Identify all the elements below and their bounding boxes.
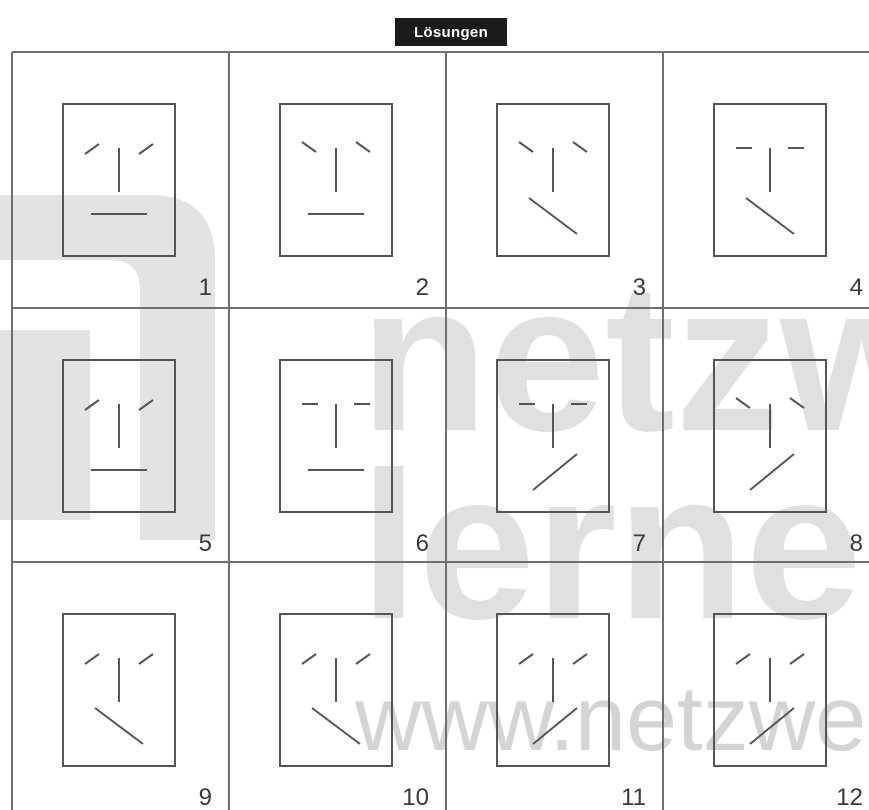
- eyebrow-right: [139, 654, 153, 664]
- mouth: [529, 198, 577, 234]
- eyebrow-left: [519, 142, 533, 152]
- cell-number: 8: [850, 530, 863, 557]
- eyebrow-right: [139, 144, 153, 154]
- cell-number: 5: [199, 530, 212, 557]
- eyebrow-left: [302, 654, 316, 664]
- cell-number: 9: [199, 784, 212, 810]
- cell-9: 9: [63, 614, 212, 810]
- mouth: [95, 708, 143, 744]
- cell-number: 1: [199, 274, 212, 301]
- cell-number: 10: [402, 784, 429, 810]
- cell-number: 3: [633, 274, 646, 301]
- eyebrow-right: [573, 142, 587, 152]
- mouth: [312, 708, 360, 744]
- watermark: netzw lerne www.netzwe: [0, 195, 869, 770]
- mouth: [746, 198, 794, 234]
- eyebrow-left: [85, 144, 99, 154]
- eyebrow-left: [302, 142, 316, 152]
- watermark-line-2: lerne: [360, 428, 862, 663]
- cell-number: 2: [416, 274, 429, 301]
- cell-number: 12: [836, 784, 863, 810]
- watermark-logo: [0, 195, 215, 540]
- cell-number: 4: [850, 274, 863, 301]
- eyebrow-right: [356, 142, 370, 152]
- cell-number: 6: [416, 530, 429, 557]
- cell-number: 7: [633, 530, 646, 557]
- cell-number: 11: [621, 784, 646, 810]
- eyebrow-left: [85, 654, 99, 664]
- watermark-url: www.netzwe: [354, 668, 866, 770]
